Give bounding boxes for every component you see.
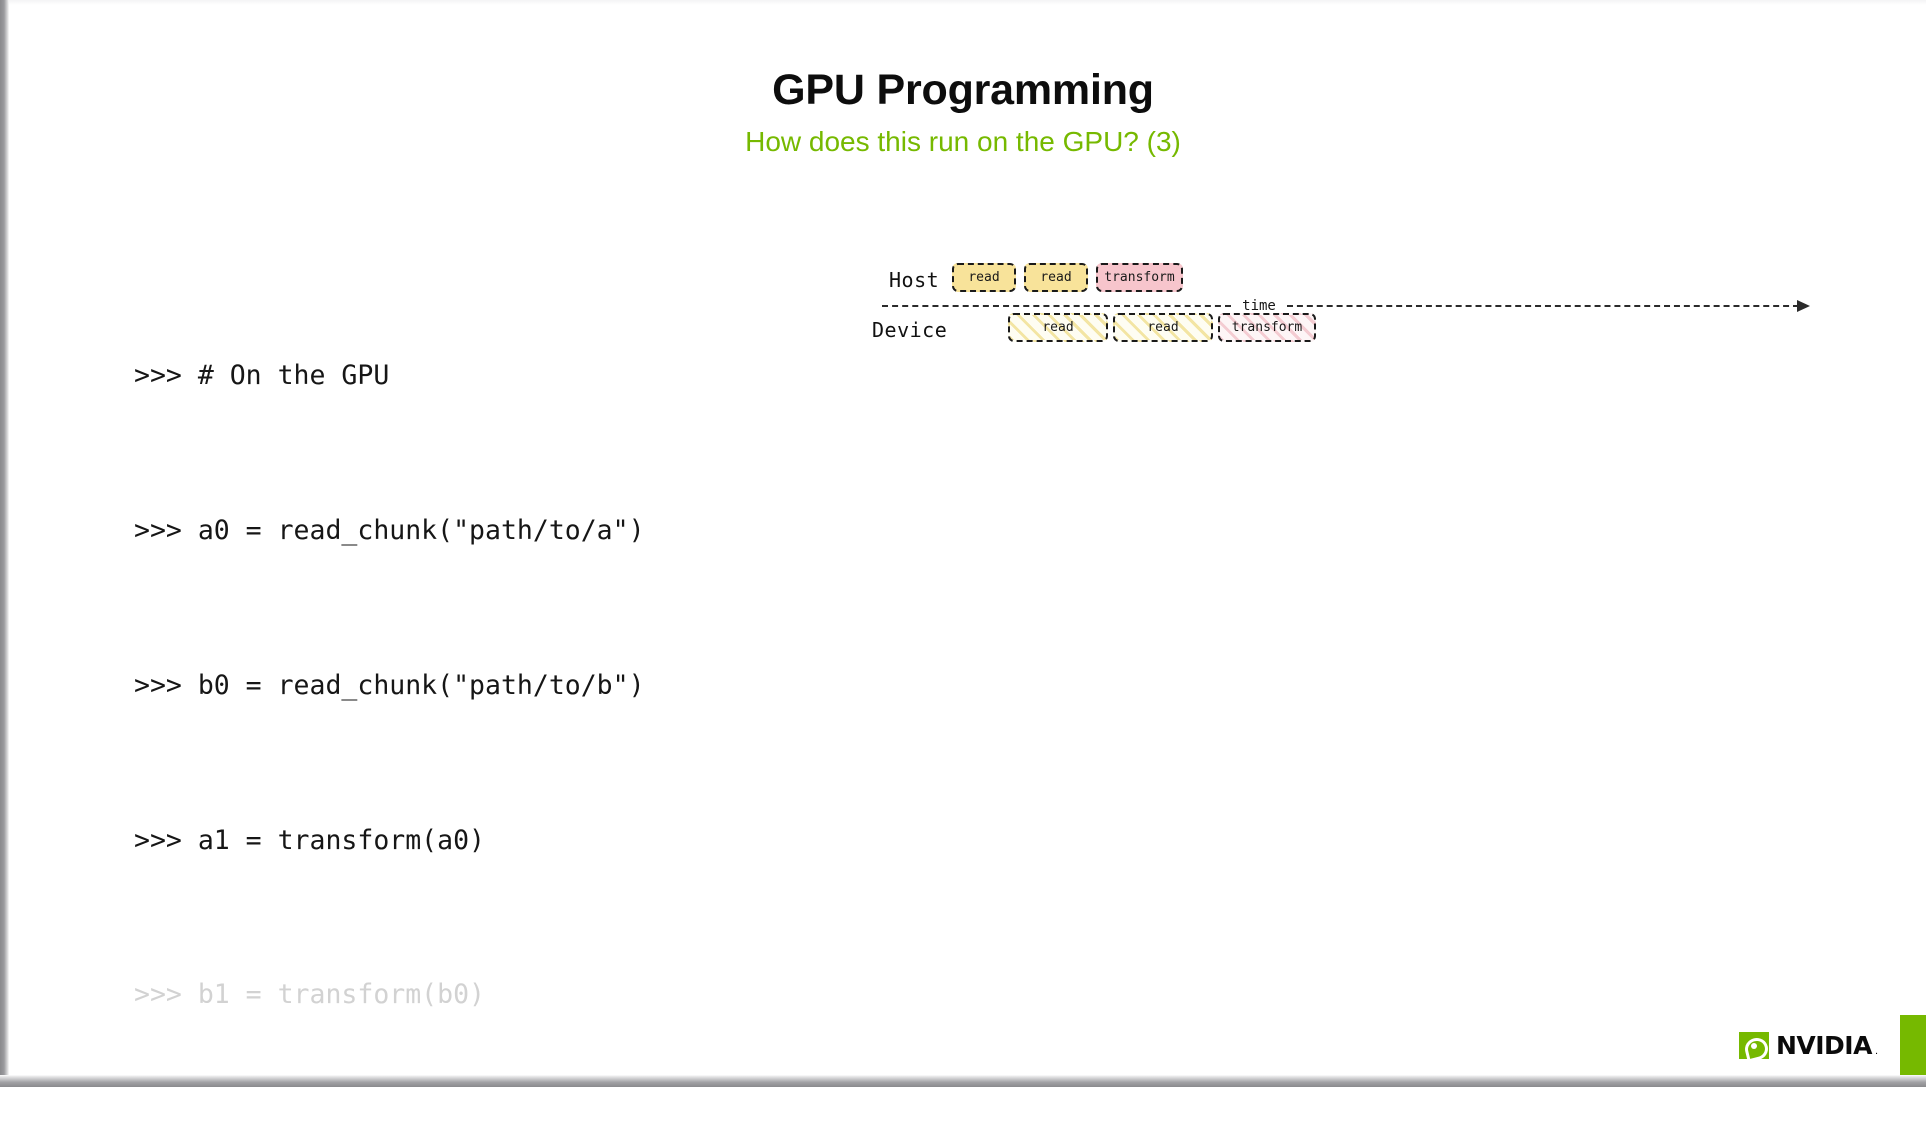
host-block-read-2: read (1024, 263, 1088, 292)
timeline-host-label: Host (889, 268, 940, 292)
slide-bottom-edge (0, 1075, 1926, 1087)
code-line: >>> # On the GPU (134, 360, 390, 392)
page-title: GPU Programming (772, 66, 1154, 114)
time-axis-line-left (882, 305, 1231, 307)
nvidia-trademark: . (1874, 1045, 1878, 1057)
device-block-read-1: read (1008, 313, 1108, 342)
green-accent-bar (1900, 1015, 1926, 1075)
title-block: GPU Programming How does this run on the… (0, 66, 1926, 158)
device-block-transform-1: transform (1218, 313, 1316, 342)
code-block: >>> # On the GPU >>> a0 = read_chunk("pa… (134, 247, 645, 1124)
slide-left-edge (0, 0, 9, 1087)
host-block-transform-1: transform (1096, 263, 1183, 292)
arrow-right-icon (1797, 299, 1810, 312)
nvidia-eye-icon (1738, 1032, 1769, 1059)
code-line: >>> a0 = read_chunk("path/to/a") (134, 514, 645, 546)
code-line-dimmed: >>> b1 = transform(b0) (134, 979, 485, 1011)
page-subtitle: How does this run on the GPU? (3) (745, 126, 1181, 158)
slide-canvas: GPU Programming How does this run on the… (0, 0, 1926, 1087)
timeline-diagram: Host Device read read transform time rea… (860, 250, 1820, 370)
nvidia-wordmark: NVIDIA (1775, 1031, 1872, 1060)
nvidia-logo: NVIDIA . (1738, 1031, 1878, 1060)
time-axis: time (882, 298, 1820, 314)
code-line: >>> b0 = read_chunk("path/to/b") (134, 669, 645, 701)
time-axis-line-right (1287, 305, 1799, 307)
code-line: >>> a1 = transform(a0) (134, 824, 485, 856)
time-axis-label: time (1242, 298, 1276, 314)
host-block-read-1: read (952, 263, 1016, 292)
slide-top-edge (0, 0, 1926, 5)
timeline-device-label: Device (872, 318, 948, 342)
device-block-read-2: read (1113, 313, 1213, 342)
